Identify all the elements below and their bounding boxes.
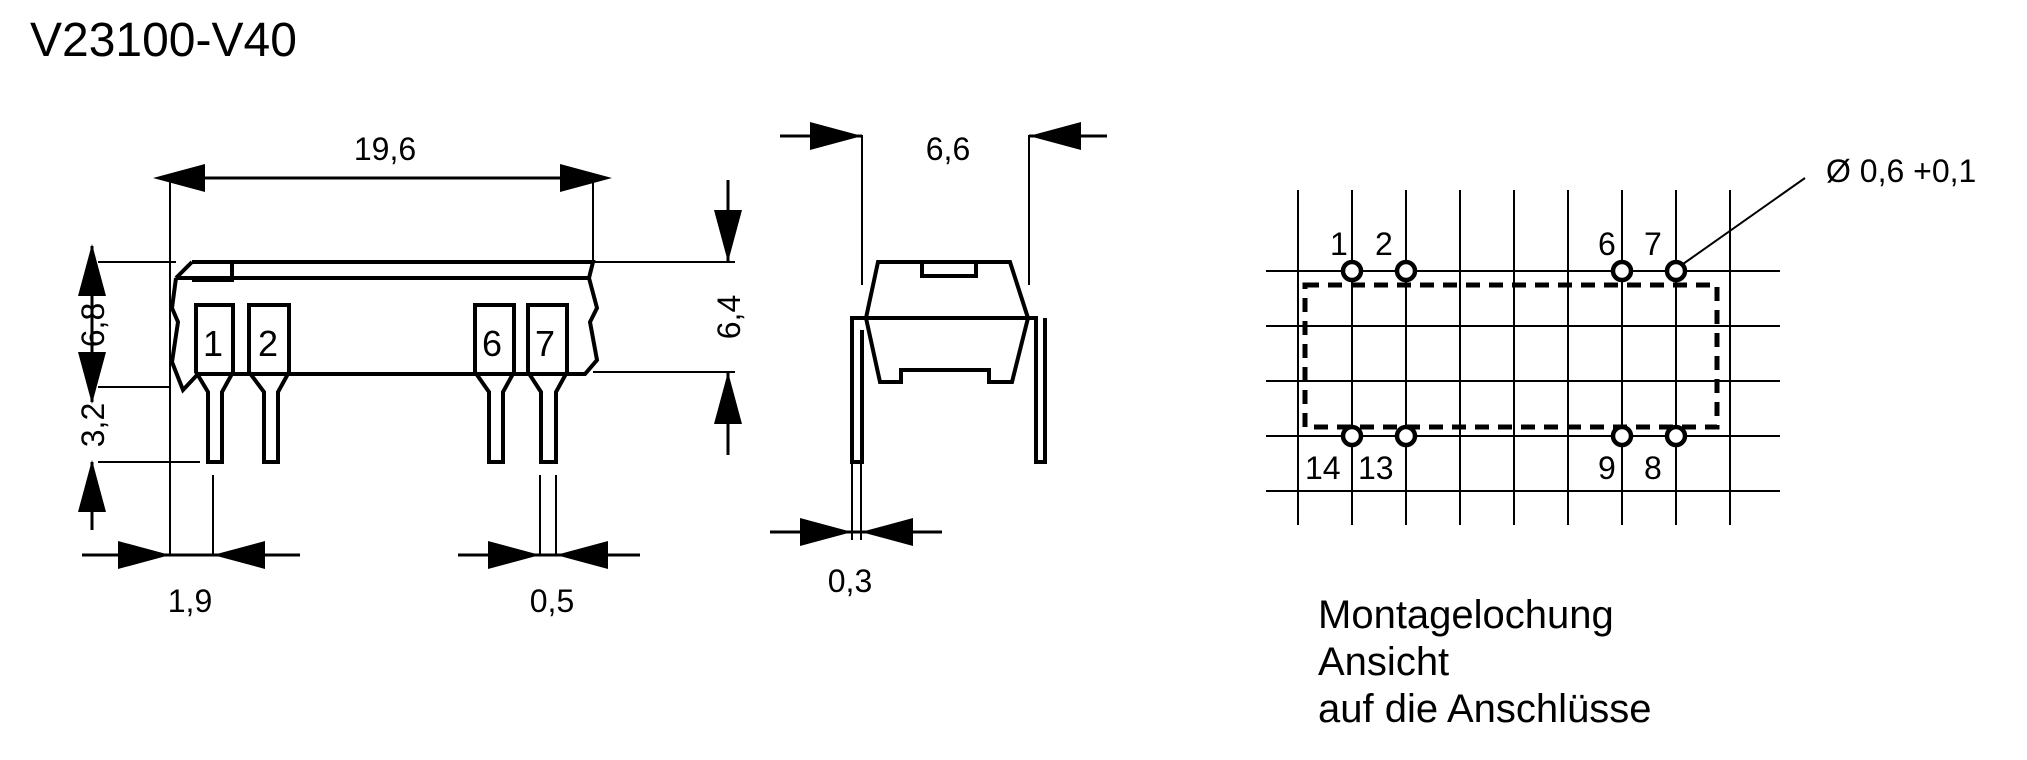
hole-label-2: 2	[1375, 226, 1393, 262]
pin-label-7: 7	[535, 323, 555, 364]
dim-offset-1-9: 1,9	[168, 583, 212, 619]
dim-pin-thickness-0-3: 0,3	[828, 563, 872, 599]
hole-label-7: 7	[1644, 226, 1662, 262]
hole-pin-13	[1394, 424, 1418, 448]
hole-label-14: 14	[1305, 450, 1341, 486]
caption-line-2: Ansicht	[1318, 640, 1449, 684]
hole-pin-9	[1610, 424, 1634, 448]
pin-1-block	[194, 303, 235, 464]
hole-pin-14	[1340, 424, 1364, 448]
pin-7-block	[526, 303, 569, 464]
hole-label-6: 6	[1598, 226, 1616, 262]
hole-label-8: 8	[1644, 450, 1662, 486]
hole-pin-2	[1394, 259, 1418, 283]
dim-length-19-6: 19,6	[354, 131, 416, 167]
side-view: 1 2 6 7 19,6 6,8 3,2 6,4 1,9 0,5	[75, 131, 747, 619]
pin-label-1: 1	[203, 323, 223, 364]
hole-pin-7	[1664, 259, 1688, 283]
caption-line-3: auf die Anschlüsse	[1318, 687, 1652, 731]
dim-pin-3-2: 3,2	[75, 403, 111, 447]
hole-label-1: 1	[1330, 226, 1348, 262]
relay-footprint-outline	[1302, 282, 1720, 430]
dim-body-6-4: 6,4	[711, 295, 747, 339]
caption-line-1: Montagelochung	[1318, 593, 1614, 637]
dim-pin-width-0-5: 0,5	[530, 583, 574, 619]
pin-label-6: 6	[482, 323, 502, 364]
dim-width-6-6: 6,6	[926, 131, 970, 167]
end-view: 6,6 0,3	[770, 122, 1107, 599]
hole-label-13: 13	[1358, 450, 1394, 486]
part-number-title: V23100-V40	[30, 14, 297, 67]
hole-layout: 1 2 6 7 14 13 9 8 Ø 0,6 +0,1 Montageloch…	[1266, 153, 1976, 731]
pin-label-2: 2	[258, 323, 278, 364]
pin-2-block	[247, 303, 291, 464]
hole-pin-6	[1610, 259, 1634, 283]
hole-pin-1	[1340, 259, 1364, 283]
hole-pin-8	[1664, 424, 1688, 448]
pin-6-block	[473, 303, 516, 464]
hole-label-9: 9	[1598, 450, 1616, 486]
dim-height-6-8: 6,8	[75, 303, 111, 347]
hole-diameter-spec: Ø 0,6 +0,1	[1826, 153, 1976, 189]
